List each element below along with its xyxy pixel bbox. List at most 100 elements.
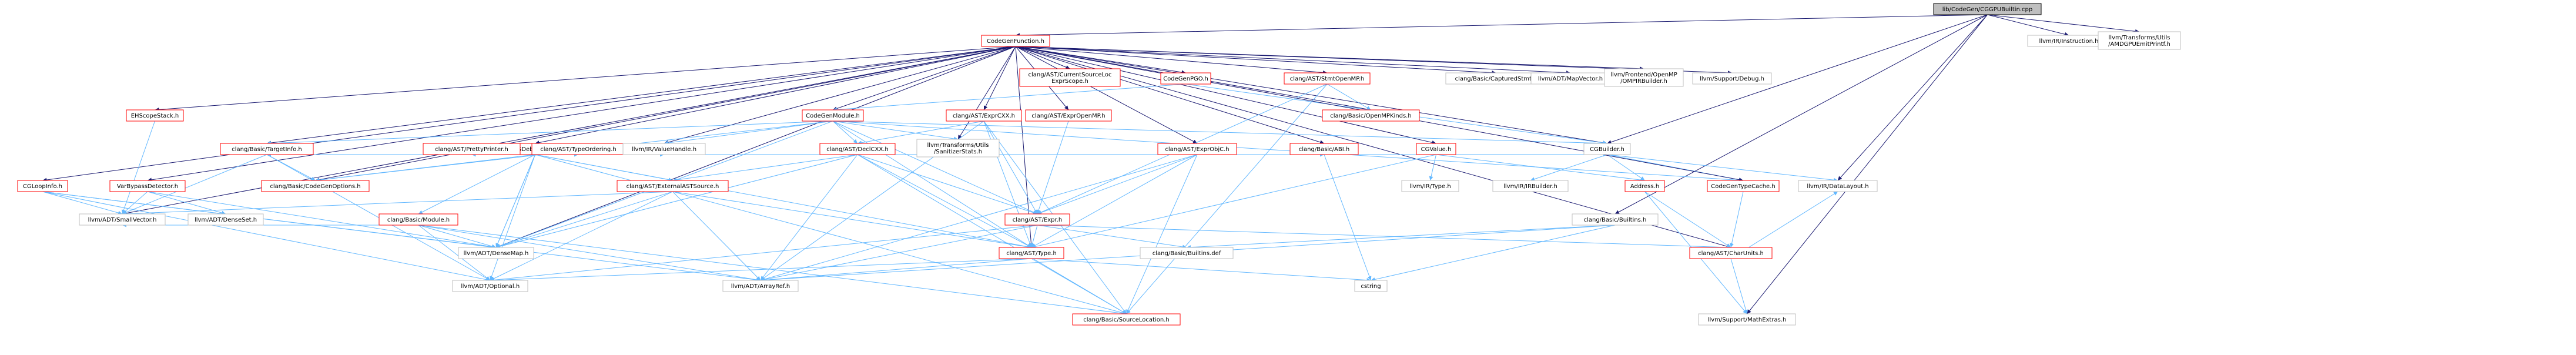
edge-basicmodule-to-srcloc: [418, 225, 1127, 316]
node-cgf[interactable]: CodeGenFunction.h: [981, 35, 1050, 47]
node-ehscope[interactable]: EHScopeStack.h: [126, 109, 184, 122]
node-root[interactable]: lib/CodeGen/CGGPUBuiltin.cpp: [1933, 3, 2042, 15]
edge-asttype-to-srcloc: [1031, 258, 1127, 314]
node-layer: lib/CodeGen/CGGPUBuiltin.cppCodeGenFunct…: [17, 3, 2181, 326]
node-expromp[interactable]: clang/AST/ExprOpenMP.h: [1025, 109, 1112, 122]
node-box: [1322, 109, 1420, 122]
node-ompbuilder[interactable]: llvm/Frontend/OpenMP/OMPIRBuilder.h: [1604, 68, 1684, 87]
node-builtins[interactable]: clang/Basic/Builtins.h: [1572, 213, 1659, 226]
node-mapvec[interactable]: llvm/ADT/MapVector.h: [1530, 72, 1610, 85]
edge-address-to-charunits: [1644, 191, 1731, 248]
node-instr[interactable]: llvm/IR/Instruction.h: [2027, 35, 2111, 47]
node-prettyprinter[interactable]: clang/AST/PrettyPrinter.h: [423, 143, 521, 155]
node-basicabi[interactable]: clang/Basic/ABI.h: [1289, 143, 1359, 155]
node-box: [1933, 3, 2042, 15]
node-box: [452, 280, 528, 292]
edge-cgf-to-capstmt: [1015, 46, 1496, 75]
edge-cgf-to-targetinfo: [266, 46, 1016, 145]
node-debug[interactable]: llvm/Support/Debug.h: [1692, 72, 1772, 85]
edge-vbd-to-denseset: [147, 191, 226, 215]
node-cgvalue[interactable]: CGValue.h: [1416, 143, 1456, 155]
edge-targetinfo-to-smallvector: [122, 154, 267, 215]
node-irtype[interactable]: llvm/IR/Type.h: [1401, 180, 1459, 192]
node-cgloop[interactable]: CGLoopInfo.h: [17, 180, 68, 192]
node-irbuilder[interactable]: llvm/IR/IRBuilder.h: [1492, 180, 1569, 192]
node-ompkinds[interactable]: clang/Basic/OpenMPKinds.h: [1322, 109, 1420, 122]
node-label: llvm/Transforms/Utils: [927, 142, 989, 149]
edge-stmtomp-to-srcloc: [1126, 83, 1328, 314]
node-datalayout[interactable]: llvm/IR/DataLayout.h: [1798, 180, 1878, 192]
node-capstmt[interactable]: clang/Basic/CapturedStmt.h: [1445, 72, 1547, 85]
edge-cgvalue-to-address: [1436, 154, 1645, 182]
edge-cgf-to-exprcxx: [983, 46, 1016, 110]
node-label: llvm/ADT/DenseMap.h: [464, 250, 529, 257]
node-label: cstring: [1361, 283, 1381, 290]
node-valuehandle[interactable]: llvm/IR/ValueHandle.h: [622, 143, 706, 155]
edge-cgmodule-to-declcxx: [832, 120, 858, 144]
node-exprobjc[interactable]: clang/AST/ExprObjC.h: [1157, 143, 1237, 155]
node-basicmodule[interactable]: clang/Basic/Module.h: [378, 213, 458, 226]
node-box: [1354, 280, 1388, 292]
node-smallvector[interactable]: llvm/ADT/SmallVector.h: [79, 213, 166, 226]
node-cgmodule[interactable]: CodeGenModule.h: [802, 109, 864, 122]
node-exprcxx[interactable]: clang/AST/ExprCXX.h: [946, 109, 1022, 122]
node-codegenopts[interactable]: clang/Basic/CodeGenOptions.h: [261, 180, 370, 192]
node-label: clang/AST/StmtOpenMP.h: [1290, 76, 1364, 82]
node-arrayref[interactable]: llvm/ADT/ArrayRef.h: [722, 280, 799, 292]
node-sanitizer[interactable]: llvm/Transforms/Utils/SanitizerStats.h: [916, 139, 1000, 158]
node-densemap[interactable]: llvm/ADT/DenseMap.h: [458, 247, 534, 259]
node-box: [1583, 143, 1631, 155]
node-label: clang/AST/Expr.h: [1013, 217, 1062, 223]
node-externalast[interactable]: clang/AST/ExternalASTSource.h: [617, 180, 729, 192]
edge-astexpr-to-arrayref: [760, 225, 1038, 282]
node-label: clang/AST/TypeOrdering.h: [540, 146, 617, 153]
edge-root-to-amdgpu: [1987, 14, 2140, 34]
edge-cgvalue-to-asttype: [1031, 154, 1436, 249]
node-label: EHScopeStack.h: [131, 113, 179, 119]
node-asttype[interactable]: clang/AST/Type.h: [999, 247, 1064, 259]
node-label: VarBypassDetector.h: [117, 183, 178, 190]
node-box: [261, 180, 370, 192]
node-srcloc[interactable]: clang/Basic/SourceLocation.h: [1072, 313, 1181, 326]
node-box: [2098, 31, 2181, 50]
node-builtinsdef[interactable]: clang/Basic/Builtins.def: [1140, 247, 1234, 259]
node-cstring[interactable]: cstring: [1354, 280, 1388, 292]
node-box: [220, 143, 314, 155]
node-pgo[interactable]: CodeGenPGO.h: [1160, 72, 1211, 85]
node-box: [1692, 72, 1772, 85]
node-box: [999, 247, 1064, 259]
node-targetinfo[interactable]: clang/Basic/TargetInfo.h: [220, 143, 314, 155]
node-mathextras[interactable]: llvm/Support/MathExtras.h: [1698, 313, 1796, 326]
node-label: llvm/IR/ValueHandle.h: [632, 146, 696, 153]
node-box: [1160, 72, 1211, 85]
node-vbd[interactable]: VarBypassDetector.h: [109, 180, 186, 192]
node-astexpr[interactable]: clang/AST/Expr.h: [1004, 213, 1070, 226]
node-charunits[interactable]: clang/AST/CharUnits.h: [1689, 247, 1773, 259]
node-box: [1624, 180, 1665, 192]
node-label: clang/AST/DeclCXX.h: [826, 146, 888, 153]
node-label: clang/Basic/CodeGenOptions.h: [270, 183, 360, 190]
edge-cgdebug-to-srcloc: [535, 154, 1127, 315]
node-label: llvm/IR/DataLayout.h: [1807, 183, 1868, 190]
node-box: [981, 35, 1050, 47]
node-declcxx[interactable]: clang/AST/DeclCXX.h: [819, 143, 896, 155]
node-stmtomp[interactable]: clang/AST/StmtOpenMP.h: [1284, 72, 1371, 85]
node-typecache[interactable]: CodeGenTypeCache.h: [1707, 180, 1780, 192]
node-denseset[interactable]: llvm/ADT/DenseSet.h: [187, 213, 264, 226]
node-cgbuilder[interactable]: CGBuilder.h: [1583, 143, 1631, 155]
edge-externalast-to-densemap: [495, 191, 673, 249]
node-label: clang/Basic/ABI.h: [1299, 146, 1349, 153]
node-box: [423, 143, 521, 155]
node-label: llvm/IR/Instruction.h: [2039, 38, 2099, 45]
node-typeordering[interactable]: clang/AST/TypeOrdering.h: [531, 143, 625, 155]
node-label: clang/Basic/OpenMPKinds.h: [1330, 113, 1411, 119]
node-address[interactable]: Address.h: [1624, 180, 1665, 192]
node-amdgpu[interactable]: llvm/Transforms/Utils/AMDGPUEmitPrintf.h: [2098, 31, 2181, 50]
node-optional[interactable]: llvm/ADT/Optional.h: [452, 280, 528, 292]
node-box: [1289, 143, 1359, 155]
edge-root-to-instr: [1987, 14, 2069, 36]
edge-ehscope-to-smallvector: [122, 120, 155, 215]
edge-declcxx-to-astexpr: [857, 154, 1038, 215]
